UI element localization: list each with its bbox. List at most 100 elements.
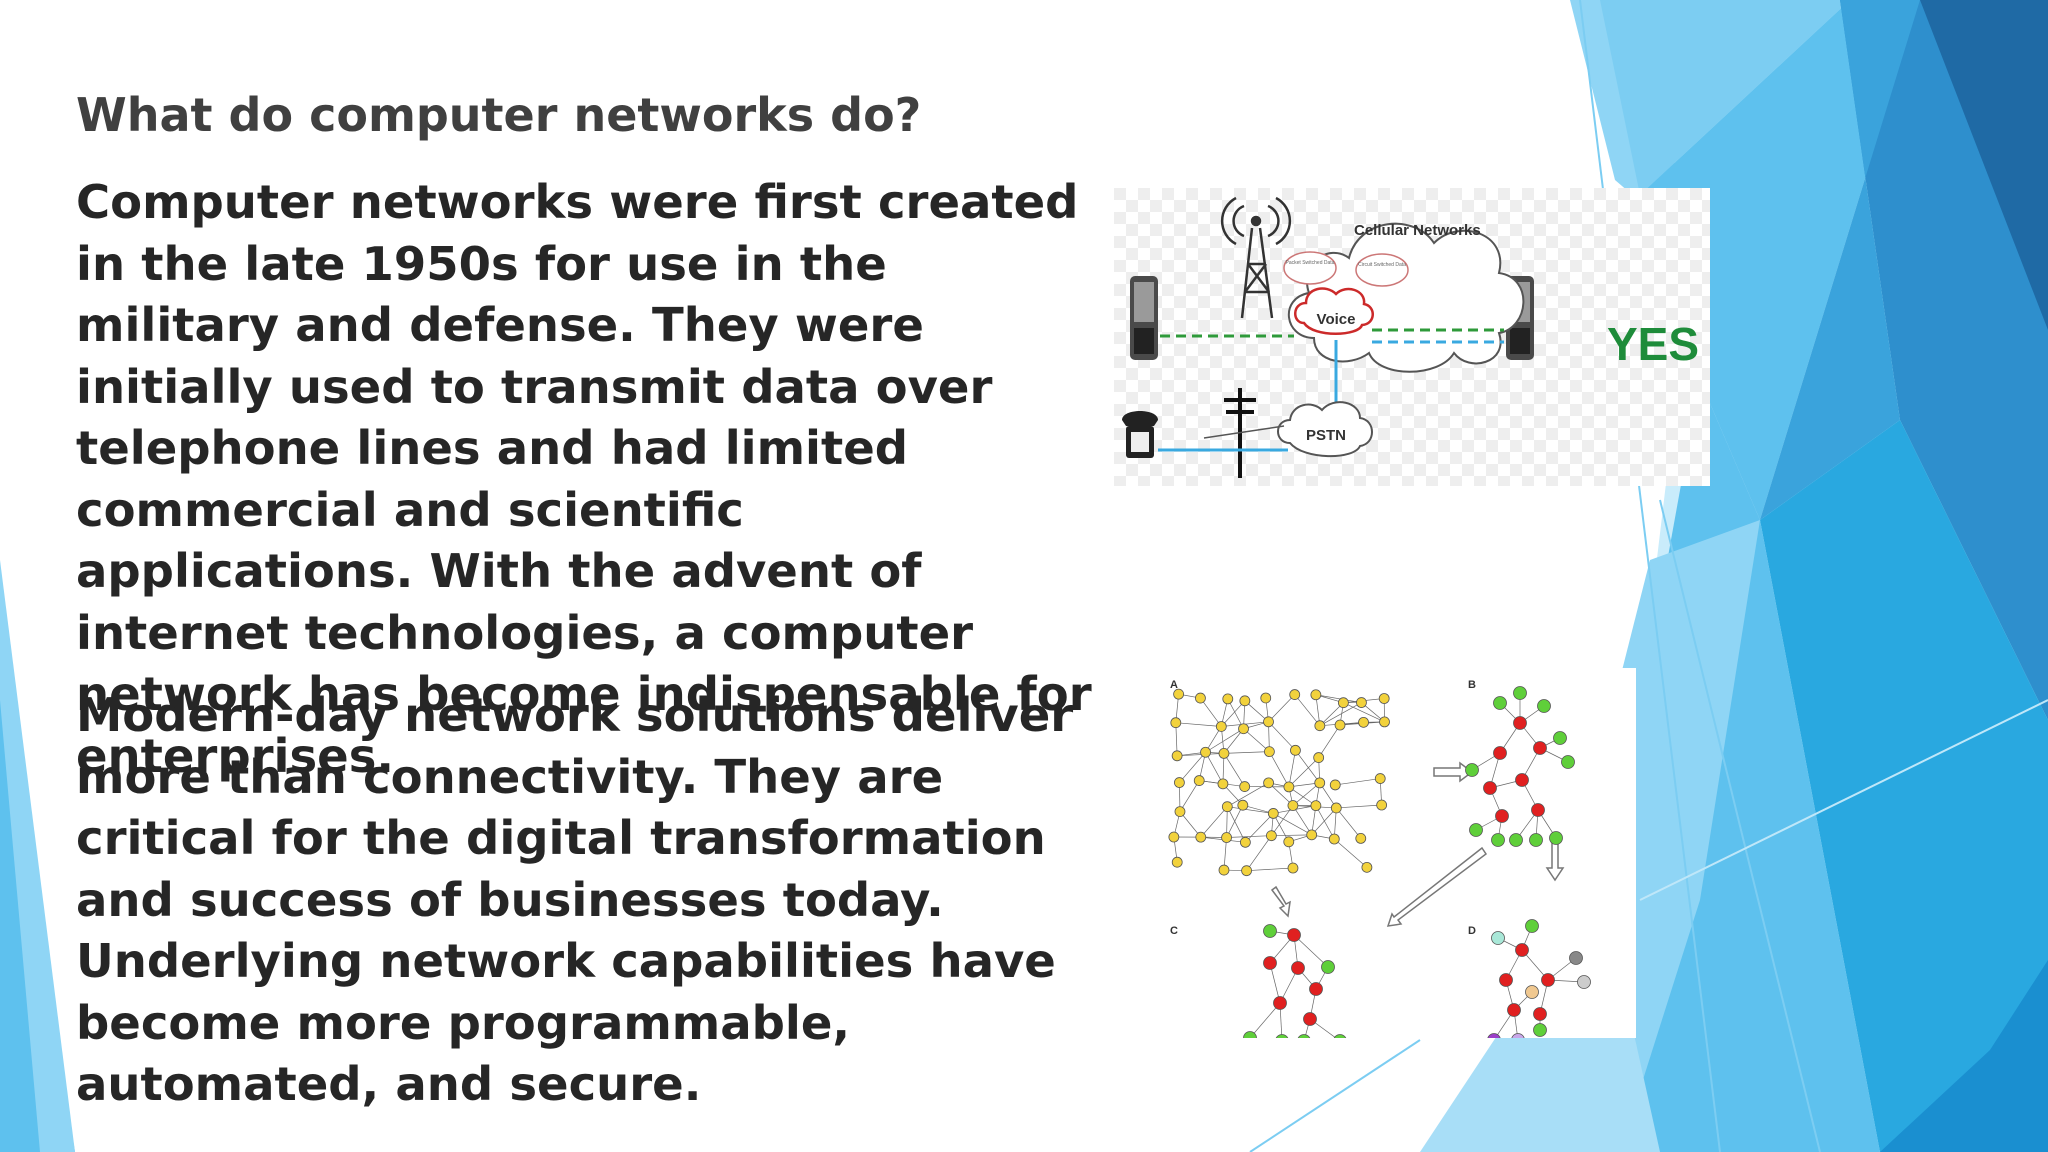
- graph-edge: [1292, 805, 1312, 836]
- cellular-networks-label: Cellular Networks: [1354, 222, 1481, 239]
- graph-node: [1321, 960, 1335, 974]
- graph-node: [1200, 746, 1211, 758]
- graph-edge: [1179, 780, 1200, 812]
- graph-node: [1487, 1033, 1501, 1038]
- graph-node: [1174, 806, 1186, 818]
- graph-node: [1491, 931, 1505, 945]
- graph-edge: [1268, 721, 1296, 751]
- graph-node: [1495, 809, 1509, 823]
- graph-edge: [1311, 807, 1337, 836]
- graph-node: [1170, 717, 1182, 729]
- graph-node: [1577, 975, 1591, 989]
- graph-node: [1283, 781, 1295, 793]
- graph-node: [1533, 1007, 1547, 1021]
- graph-node: [1493, 746, 1507, 760]
- arrow-a-to-b: [1433, 761, 1474, 783]
- graph-node: [1314, 777, 1326, 789]
- telephone-icon: [1122, 411, 1158, 458]
- graph-node: [1511, 1033, 1525, 1038]
- graph-node: [1215, 721, 1227, 732]
- graph-edge: [1318, 724, 1341, 758]
- graph-edge: [1294, 694, 1321, 726]
- graph-node: [1263, 746, 1275, 758]
- graph-node: [1313, 752, 1325, 763]
- graph-node: [1378, 693, 1390, 704]
- graph-node: [1239, 836, 1251, 848]
- graph-node: [1493, 696, 1507, 710]
- graph-node: [1483, 781, 1497, 795]
- graph-edge: [1273, 813, 1312, 836]
- paragraph-history: Computer networks were first created in …: [76, 175, 1092, 783]
- graph-edge: [1246, 835, 1272, 871]
- network-graph-figure: A B C D: [1160, 668, 1636, 1038]
- graph-node: [1283, 836, 1295, 848]
- graph-edge: [1334, 838, 1368, 868]
- voice-label: Voice: [1317, 311, 1356, 328]
- graph-node: [1333, 1034, 1347, 1038]
- graph-edge: [1200, 806, 1228, 838]
- graph-edge: [1268, 782, 1294, 806]
- graph-edge: [1223, 751, 1270, 754]
- graph-node: [1297, 1034, 1311, 1038]
- graph-edge: [1245, 813, 1274, 843]
- graph-node: [1260, 692, 1272, 704]
- graph-edge: [1336, 807, 1362, 839]
- graph-edge: [1319, 702, 1344, 726]
- graph-node: [1328, 833, 1340, 845]
- graph-node: [1193, 775, 1205, 786]
- graph-node: [1355, 832, 1367, 844]
- graph-node: [1513, 686, 1527, 700]
- graph-node: [1376, 799, 1388, 811]
- graph-edge: [1288, 750, 1296, 787]
- graph-node: [1531, 803, 1545, 817]
- graph-node: [1525, 919, 1539, 933]
- graph-node: [1241, 865, 1252, 877]
- graph-node: [1195, 831, 1207, 843]
- graph-node: [1515, 773, 1529, 787]
- graph-node: [1525, 985, 1539, 999]
- graph-node: [1275, 1034, 1289, 1038]
- graph-edge: [1343, 702, 1385, 723]
- graph-node: [1499, 973, 1513, 987]
- graph-edge: [1227, 698, 1244, 729]
- graph-node: [1533, 1023, 1547, 1037]
- panel-d-label: D: [1468, 925, 1476, 937]
- graph-node: [1537, 699, 1551, 713]
- graph-node: [1287, 800, 1299, 811]
- graph-edge: [1226, 805, 1244, 838]
- graph-node: [1287, 862, 1299, 874]
- graph-edge: [1268, 694, 1295, 723]
- graph-node: [1263, 716, 1274, 728]
- graph-edge: [1226, 806, 1246, 843]
- pstn-label: PSTN: [1306, 427, 1346, 444]
- graph-edge: [1246, 867, 1293, 872]
- graph-node: [1329, 779, 1341, 791]
- mobile-phone-left-icon: [1130, 276, 1158, 360]
- graph-edge: [1249, 1002, 1281, 1038]
- graph-node: [1168, 831, 1180, 843]
- graph-edge: [1175, 722, 1178, 756]
- panel-b-label: B: [1468, 679, 1476, 691]
- graph-node: [1273, 996, 1287, 1010]
- graph-node: [1263, 924, 1277, 938]
- panel-a-label: A: [1170, 679, 1178, 691]
- yes-label: YES: [1607, 318, 1699, 370]
- graph-node: [1549, 831, 1563, 845]
- slide-heading: What do computer networks do?: [76, 88, 922, 142]
- graph-edge: [1315, 694, 1362, 703]
- graph-node: [1238, 723, 1249, 735]
- graph-node: [1171, 750, 1183, 762]
- graph-node: [1267, 808, 1279, 819]
- graph-node: [1310, 689, 1322, 701]
- graph-edge: [1288, 757, 1319, 788]
- graph-node: [1289, 689, 1301, 700]
- paragraph-modern: Modern-day network solutions deliver mor…: [76, 688, 1074, 1111]
- graph-node: [1361, 861, 1373, 873]
- packet-switched-label: Packet Switched Data: [1286, 260, 1335, 266]
- graph-node: [1515, 943, 1529, 957]
- graph-node: [1469, 823, 1483, 837]
- graph-edge: [1227, 806, 1274, 814]
- graph-node: [1561, 755, 1575, 769]
- graph-edge: [1271, 834, 1312, 837]
- graph-node: [1217, 778, 1229, 790]
